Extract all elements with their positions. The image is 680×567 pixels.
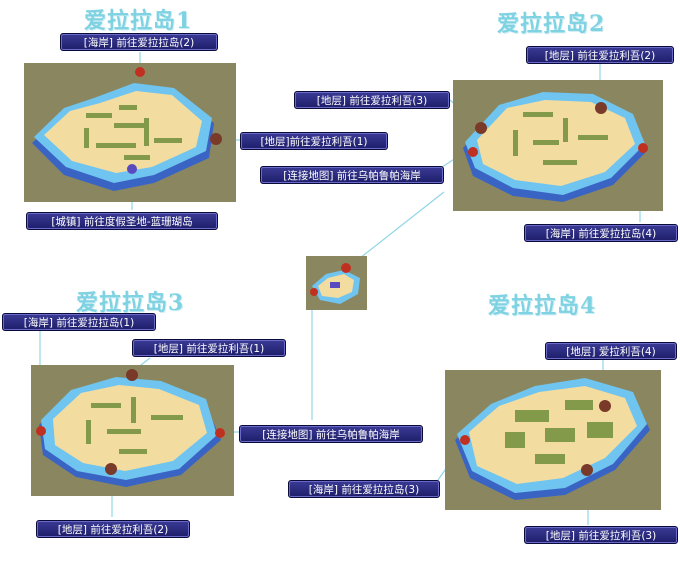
island2-map[interactable]	[453, 80, 663, 211]
island1-title: 爱拉拉岛1	[84, 8, 193, 34]
island4-title: 爱拉拉岛4	[488, 293, 597, 319]
island3-map[interactable]	[31, 365, 234, 496]
island2-title: 爱拉拉岛2	[497, 11, 606, 37]
island3-title: 爱拉拉岛3	[76, 290, 185, 316]
label-island4-floor-arariwu4[interactable]: [地层] 爱拉利吾(4)	[545, 342, 677, 360]
label-island3-floor-to-arariwu1[interactable]: [地层] 前往爱拉利吾(1)	[132, 339, 286, 357]
label-island4-shore-to-island3[interactable]: [海岸] 前往爱拉拉岛(3)	[288, 480, 440, 498]
label-island4-floor-to-arariwu3[interactable]: [地层] 前往爱拉利吾(3)	[524, 526, 678, 544]
label-island2-floor-to-arariwu3[interactable]: [地层] 前往爱拉利吾(3)	[294, 91, 450, 109]
label-island3-floor-to-arariwu2[interactable]: [地层] 前往爱拉利吾(2)	[36, 520, 190, 538]
label-island1-shore-to-island2[interactable]: [海岸] 前往爱拉拉岛(2)	[60, 33, 218, 51]
island1-map[interactable]	[24, 63, 236, 202]
label-island3-shore-to-island1[interactable]: [海岸] 前往爱拉拉岛(1)	[2, 313, 156, 331]
uparupa-coast-map[interactable]	[306, 256, 367, 310]
label-island1-floor-to-arariwu1[interactable]: [地层]前往爱拉利吾(1)	[240, 132, 388, 150]
label-island1-town-blue-coral[interactable]: [城镇] 前往度假圣地-蓝珊瑚岛	[26, 212, 218, 230]
label-island2-floor-to-arariwu2[interactable]: [地层] 前往爱拉利吾(2)	[526, 46, 674, 64]
island4-map[interactable]	[445, 370, 661, 510]
label-island3-connect-uparupa[interactable]: [连接地图] 前往乌帕鲁帕海岸	[239, 425, 423, 443]
label-island2-shore-to-island4[interactable]: [海岸] 前往爱拉拉岛(4)	[524, 224, 678, 242]
label-island2-connect-uparupa[interactable]: [连接地图] 前往乌帕鲁帕海岸	[260, 166, 444, 184]
